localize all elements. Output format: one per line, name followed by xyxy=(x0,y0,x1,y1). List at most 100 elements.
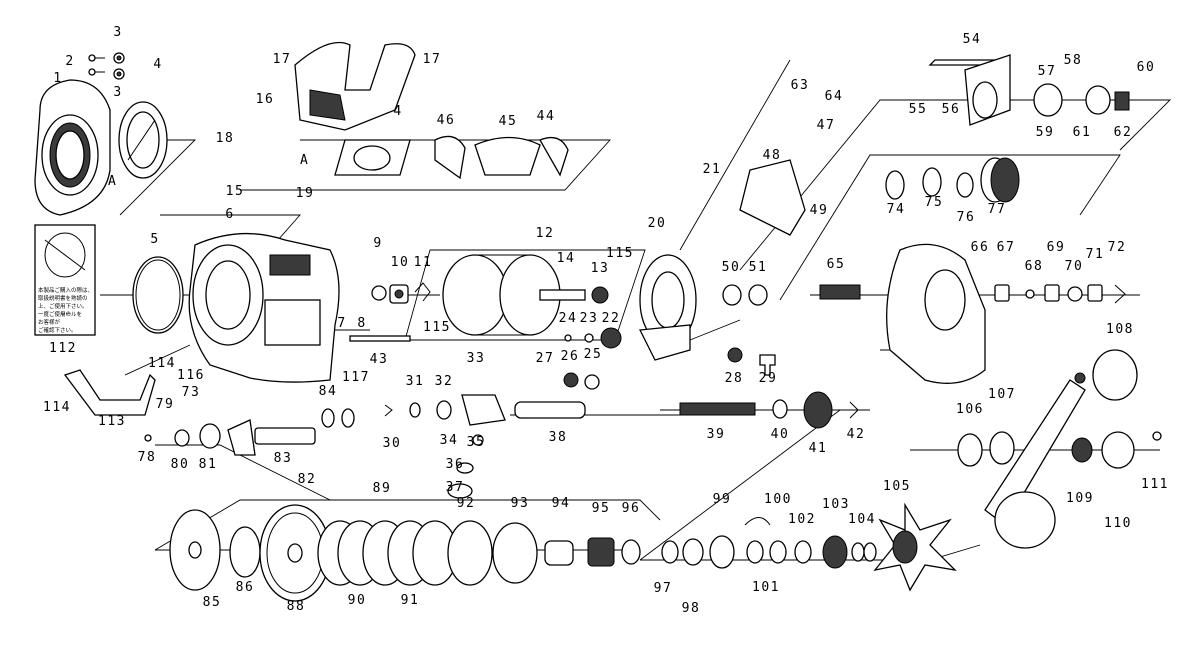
part-label-81: 81 xyxy=(199,457,218,472)
part-label-78: 78 xyxy=(138,450,157,465)
part-label-4: 4 xyxy=(153,57,162,72)
part-44 xyxy=(539,136,569,177)
part-label-73: 73 xyxy=(182,385,201,400)
part-label-34: 34 xyxy=(440,433,459,448)
part-label-114: 114 xyxy=(43,400,71,415)
part-label-107: 107 xyxy=(988,387,1016,402)
part-label-63: 63 xyxy=(791,78,810,93)
part-92 xyxy=(447,520,493,586)
part-label-4b: 4 xyxy=(393,104,402,119)
part-label-20: 20 xyxy=(648,216,667,231)
part-110 xyxy=(1101,431,1135,469)
part-label-84: 84 xyxy=(319,384,338,399)
part-66-body xyxy=(886,243,986,384)
part-label-70: 70 xyxy=(1065,259,1084,274)
part-label-115: 115 xyxy=(606,246,634,261)
part-label-33: 33 xyxy=(467,351,486,366)
part-9 xyxy=(371,285,387,301)
part-label-65: 65 xyxy=(827,257,846,272)
part-label-101: 101 xyxy=(752,580,780,595)
part-label-6: 6 xyxy=(225,207,234,222)
part-label-85: 85 xyxy=(203,595,222,610)
part-label-7: 7 xyxy=(337,316,346,331)
part-label-46: 46 xyxy=(437,113,456,128)
part-label-116: 116 xyxy=(177,368,205,383)
part-label-111: 111 xyxy=(1141,477,1169,492)
part-43-rod xyxy=(349,335,411,342)
letter-mark-a: A xyxy=(108,174,117,189)
part-label-68: 68 xyxy=(1025,259,1044,274)
part-label-17: 17 xyxy=(273,52,292,67)
part-label-66: 66 xyxy=(971,240,990,255)
part-77-knob xyxy=(980,157,1020,203)
svg-text:お客様が: お客様が xyxy=(38,318,61,326)
part-label-75: 75 xyxy=(925,195,944,210)
part-label-24: 24 xyxy=(559,311,578,326)
part-label-69: 69 xyxy=(1047,240,1066,255)
part-label-13: 13 xyxy=(591,261,610,276)
part-label-25: 25 xyxy=(584,347,603,362)
part-65 xyxy=(819,284,861,300)
part-99 xyxy=(709,535,735,569)
part-label-21: 21 xyxy=(703,162,722,177)
part-label-23: 23 xyxy=(580,311,599,326)
part-label-5: 5 xyxy=(150,232,159,247)
part-label-10: 10 xyxy=(391,255,410,270)
part-label-9: 9 xyxy=(373,236,382,251)
part-label-42: 42 xyxy=(847,427,866,442)
part-label-3b: 3 xyxy=(113,85,122,100)
part-label-103: 103 xyxy=(822,497,850,512)
part-label-74: 74 xyxy=(887,202,906,217)
part-41-gear xyxy=(803,391,833,429)
part-label-80: 80 xyxy=(171,457,190,472)
part-label-71: 71 xyxy=(1086,247,1105,262)
part-label-62: 62 xyxy=(1114,125,1133,140)
part-1-side-cover xyxy=(34,79,111,216)
letter-mark-a: A xyxy=(300,153,309,168)
part-61 xyxy=(1085,85,1111,115)
part-label-79: 79 xyxy=(156,397,175,412)
part-label-47: 47 xyxy=(817,118,836,133)
part-label-41: 41 xyxy=(809,441,828,456)
part-label-38: 38 xyxy=(549,430,568,445)
part-20-side-plate xyxy=(638,254,697,361)
part-12-spool xyxy=(442,254,609,336)
part-label-72: 72 xyxy=(1108,240,1127,255)
part-label-115b: 115 xyxy=(423,320,451,335)
part-label-39: 39 xyxy=(707,427,726,442)
part-label-58: 58 xyxy=(1064,53,1083,68)
part-label-51: 51 xyxy=(749,260,768,275)
part-label-37: 37 xyxy=(446,480,465,495)
part-label-59: 59 xyxy=(1036,125,1055,140)
part-label-17b: 17 xyxy=(423,52,442,67)
part-5-ring xyxy=(132,256,184,334)
part-label-86: 86 xyxy=(236,580,255,595)
part-label-117: 117 xyxy=(342,370,370,385)
part-label-67: 67 xyxy=(997,240,1016,255)
part-label-31: 31 xyxy=(406,374,425,389)
part-6-frame xyxy=(188,232,340,383)
part-label-100: 100 xyxy=(764,492,792,507)
svg-text:上、ご使用下さい。: 上、ご使用下さい。 xyxy=(38,302,88,310)
part-label-76: 76 xyxy=(957,210,976,225)
part-label-56: 56 xyxy=(942,102,961,117)
part-label-27: 27 xyxy=(536,351,555,366)
part-label-14: 14 xyxy=(557,251,576,266)
part-46 xyxy=(434,135,466,180)
part-label-22: 22 xyxy=(602,311,621,326)
part-label-102: 102 xyxy=(788,512,816,527)
part-label-94: 94 xyxy=(552,496,571,511)
part-label-98: 98 xyxy=(682,601,701,616)
part-label-48: 48 xyxy=(763,148,782,163)
part-label-61: 61 xyxy=(1073,125,1092,140)
part-label-83: 83 xyxy=(274,451,293,466)
part-85-plate xyxy=(169,509,221,591)
svg-text:本製品ご購入の際は、: 本製品ご購入の際は、 xyxy=(38,286,93,294)
part-label-30: 30 xyxy=(383,436,402,451)
part-113 xyxy=(63,369,156,416)
part-48 xyxy=(739,159,806,236)
part-label-105: 105 xyxy=(883,479,911,494)
part-label-18: 18 xyxy=(216,131,235,146)
part-93 xyxy=(492,522,538,584)
